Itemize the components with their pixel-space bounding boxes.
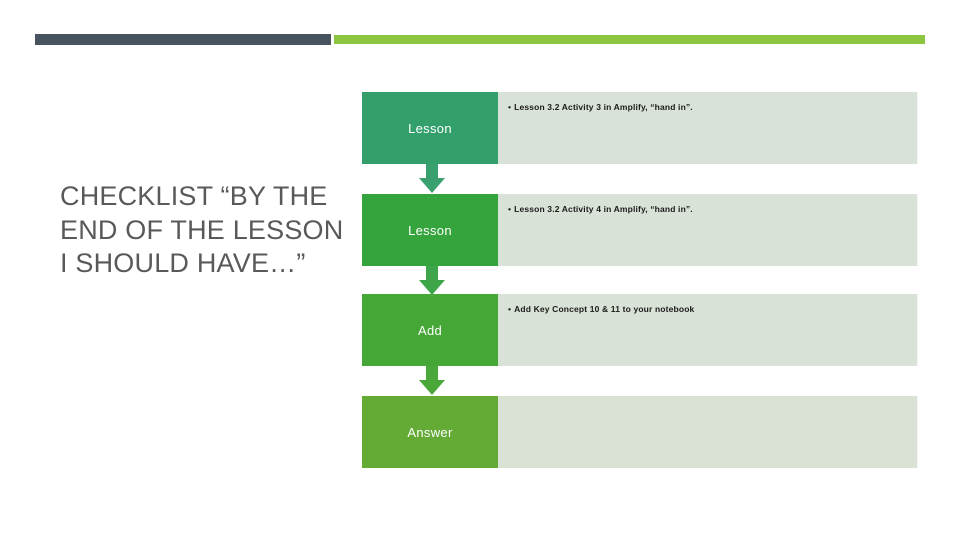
flow-step-description-panel: •Add Key Concept 10 & 11 to your noteboo… (498, 294, 918, 366)
flow-step-label-box[interactable]: Add (362, 294, 498, 366)
flow-row: Lesson •Lesson 3.2 Activity 4 in Amplify… (362, 194, 918, 266)
flow-step-label-box[interactable]: Lesson (362, 194, 498, 266)
bullet-marker: • (508, 304, 512, 314)
bullet-marker: • (508, 204, 512, 214)
arrow-down-icon (418, 366, 446, 396)
arrow-down-icon (418, 164, 446, 194)
list-item: •Add Key Concept 10 & 11 to your noteboo… (508, 304, 905, 315)
flow-row: Answer (362, 396, 918, 468)
checklist-flow-diagram: Lesson •Lesson 3.2 Activity 3 in Amplify… (362, 92, 918, 468)
bullet-text: Lesson 3.2 Activity 3 in Amplify, “hand … (514, 102, 693, 112)
bullet-text: Lesson 3.2 Activity 4 in Amplify, “hand … (514, 204, 693, 214)
bullet-text: Add Key Concept 10 & 11 to your notebook (514, 304, 695, 314)
flow-step-label: Answer (407, 424, 453, 440)
flow-step-label-box[interactable]: Lesson (362, 92, 498, 164)
flow-step-label: Lesson (408, 120, 452, 136)
header-accent-bars (0, 34, 960, 45)
flow-step-label: Add (417, 322, 443, 338)
list-item: •Lesson 3.2 Activity 4 in Amplify, “hand… (508, 204, 905, 215)
page-title: CHECKLIST “BY THE END OF THE LESSON I SH… (60, 181, 344, 278)
flow-step-label: Lesson (408, 222, 452, 238)
flow-step-description-panel (498, 396, 918, 468)
accent-bar-dark (35, 34, 331, 45)
list-item: •Lesson 3.2 Activity 3 in Amplify, “hand… (508, 102, 905, 113)
flow-step-description-panel: •Lesson 3.2 Activity 4 in Amplify, “hand… (498, 194, 918, 266)
accent-bar-green (334, 35, 925, 44)
bullet-marker: • (508, 102, 512, 112)
arrow-down-icon (418, 266, 446, 296)
flow-row: Lesson •Lesson 3.2 Activity 3 in Amplify… (362, 92, 918, 164)
flow-row: Add •Add Key Concept 10 & 11 to your not… (362, 294, 918, 366)
flow-step-label-box[interactable]: Answer (362, 396, 498, 468)
flow-step-description-panel: •Lesson 3.2 Activity 3 in Amplify, “hand… (498, 92, 918, 164)
